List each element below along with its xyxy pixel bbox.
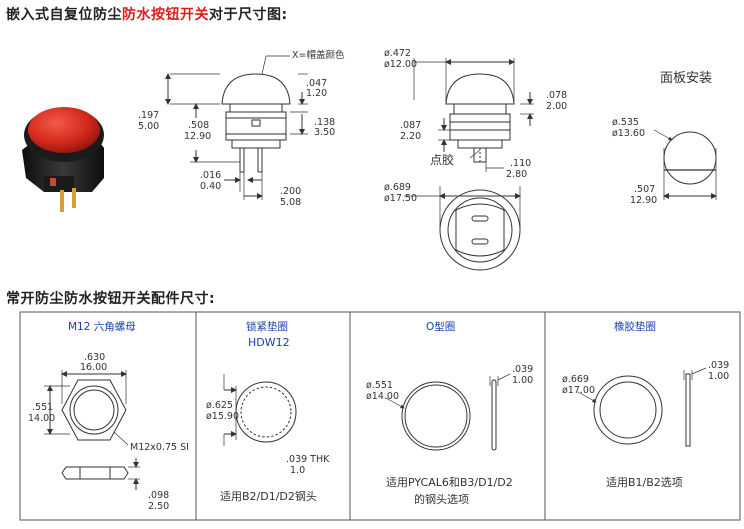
dim-200-in: .200 <box>280 186 301 197</box>
nut-dim-551-mm: 14.00 <box>28 413 55 424</box>
top-section-title: 嵌入式自复位防尘防水按钮开关对于尺寸图: <box>6 4 288 24</box>
side-view-drawing <box>165 55 308 200</box>
dim-078-mm: 2.00 <box>546 101 567 112</box>
glue-label: 点胶 <box>430 152 454 167</box>
dim-472-mm: ø12.00 <box>384 59 417 70</box>
dim-078-in: .078 <box>546 90 567 101</box>
panel-title: 面板安装 <box>660 71 712 86</box>
rubber-dim-039-in: .039 <box>708 360 729 371</box>
nut-dim-098-mm: 2.50 <box>148 501 169 512</box>
nut-title: M12 六角螺母 <box>68 321 136 333</box>
dim-087-in: .087 <box>400 120 421 131</box>
dim-689-in: ø.689 <box>384 182 411 193</box>
front-view-drawing <box>404 58 534 271</box>
oring-note-2: 的钢头选项 <box>414 492 469 506</box>
switch-photo <box>22 107 104 212</box>
nut-dim-098-in: .098 <box>148 490 169 501</box>
nut-dim-630-mm: 16.00 <box>80 362 107 373</box>
panel-mount-labels: 面板安装 ø.535 ø13.60 .507 12.90 <box>612 71 712 206</box>
oring-title: O型圈 <box>426 320 455 333</box>
accessory-frame <box>19 311 741 521</box>
dim-197-in: .197 <box>138 110 159 121</box>
dim-507-in: .507 <box>634 184 655 195</box>
dim-047-in: .047 <box>306 78 327 89</box>
lockwasher-dim-625-mm: ø15.90 <box>206 411 239 422</box>
o-ring-drawing <box>385 373 511 451</box>
lockwasher-thk-in: .039 THK <box>286 454 330 465</box>
dim-197-mm: 5.00 <box>138 121 159 132</box>
top-title-highlight: 防水按钮开关 <box>122 7 209 23</box>
rubber-note: 适用B1/B2选项 <box>606 476 683 489</box>
dim-138-mm: 3.50 <box>314 127 335 138</box>
hex-nut-drawing <box>44 370 140 490</box>
rubber-gasket-drawing <box>577 367 707 447</box>
o-ring-labels: O型圈 ø.551 ø14.00 .039 1.00 适用PYCAL6和B3/D… <box>366 320 533 506</box>
nut-dim-551-in: .551 <box>32 402 53 413</box>
oring-dim-039-mm: 1.00 <box>512 375 533 386</box>
rubber-title: 橡胶垫圈 <box>614 320 656 333</box>
oring-dim-039-in: .039 <box>512 364 533 375</box>
lockwasher-thk-mm: 1.0 <box>290 465 305 476</box>
dim-047-mm: 1.20 <box>306 88 327 99</box>
cap-note: X=帽盖颜色 <box>292 49 345 61</box>
lockwasher-subtitle: HDW12 <box>248 336 290 349</box>
nut-dim-630-in: .630 <box>84 352 105 363</box>
nut-thread: M12x0.75 SI <box>130 442 189 453</box>
oring-dim-551-mm: ø14.00 <box>366 391 399 402</box>
front-view-labels: ø.472 ø12.00 .078 2.00 .087 2.20 点胶 .110… <box>384 48 567 204</box>
side-view-labels: X=帽盖颜色 .047 1.20 .197 5.00 .508 12.90 .1… <box>138 49 345 208</box>
dim-508-in: .508 <box>188 120 209 131</box>
dim-200-mm: 5.08 <box>280 197 301 208</box>
dim-472-in: ø.472 <box>384 48 411 59</box>
dim-508-mm: 12.90 <box>184 131 211 142</box>
lock-washer-drawing <box>223 374 297 446</box>
dim-087-mm: 2.20 <box>400 131 421 142</box>
rubber-dim-669-in: ø.669 <box>562 374 589 385</box>
lockwasher-title: 锁紧垫圈 <box>246 320 288 333</box>
rubber-dim-669-mm: ø17.00 <box>562 385 595 396</box>
lockwasher-dim-625-in: ø.625 <box>206 400 233 411</box>
panel-mount-drawing <box>653 129 717 200</box>
top-title-pre: 嵌入式自复位防尘 <box>6 7 122 23</box>
oring-note-1: 适用PYCAL6和B3/D1/D2 <box>386 476 513 489</box>
dim-535-in: ø.535 <box>612 117 639 128</box>
oring-dim-551-in: ø.551 <box>366 380 393 391</box>
dim-016-mm: 0.40 <box>200 181 221 192</box>
dim-535-mm: ø13.60 <box>612 128 645 139</box>
lock-washer-labels: 锁紧垫圈 HDW12 ø.625 ø15.90 .039 THK 1.0 适用B… <box>206 320 330 503</box>
hex-nut-labels: M12 六角螺母 .630 16.00 .551 14.00 M12x0.75 … <box>28 321 189 512</box>
dim-507-mm: 12.90 <box>630 195 657 206</box>
dim-110-in: .110 <box>510 158 531 169</box>
top-title-post: 对于尺寸图: <box>209 7 288 23</box>
dim-138-in: .138 <box>314 117 335 128</box>
dim-016-in: .016 <box>200 170 221 181</box>
rubber-dim-039-mm: 1.00 <box>708 371 729 382</box>
dim-110-mm: 2.80 <box>506 169 527 180</box>
dim-689-mm: ø17.50 <box>384 193 417 204</box>
rubber-gasket-labels: 橡胶垫圈 ø.669 ø17.00 .039 1.00 适用B1/B2选项 <box>562 320 729 489</box>
lockwasher-note: 适用B2/D1/D2钢头 <box>220 490 317 503</box>
accessories-section-title: 常开防尘防水按钮开关配件尺寸: <box>6 291 216 307</box>
